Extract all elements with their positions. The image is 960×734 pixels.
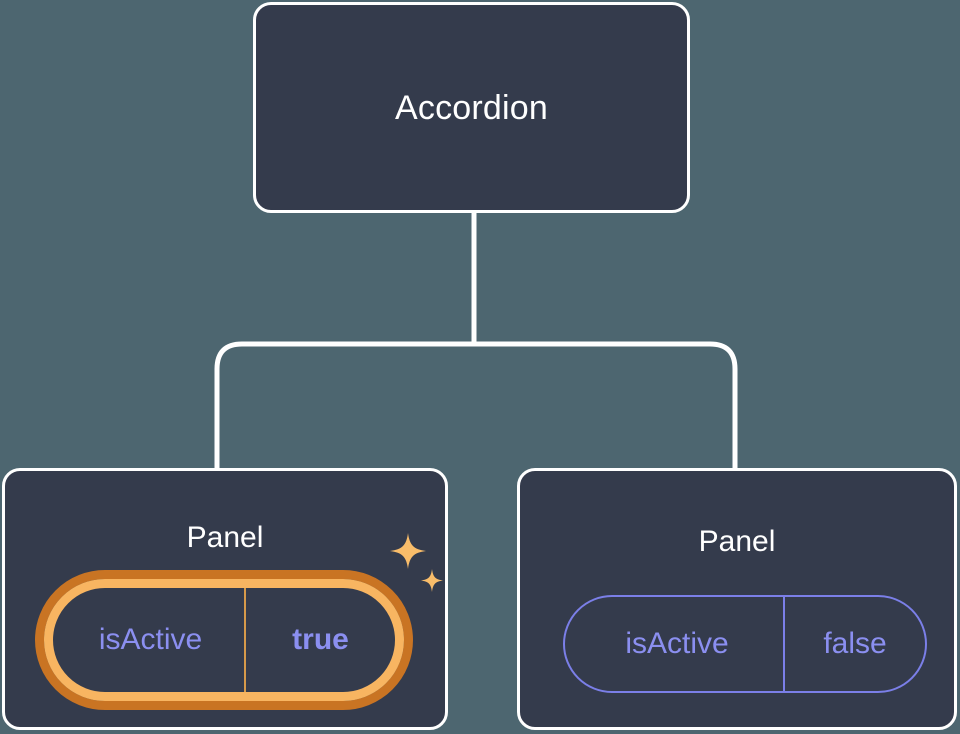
node-accordion[interactable]: Accordion bbox=[253, 2, 690, 213]
pill-inner-ring bbox=[44, 579, 404, 701]
prop-value: false bbox=[823, 627, 887, 660]
pill-divider bbox=[783, 597, 785, 691]
node-title: Accordion bbox=[395, 88, 548, 127]
pill-divider bbox=[244, 588, 246, 692]
edge-to-panel-left bbox=[214, 341, 474, 470]
prop-pill[interactable]: isActive false bbox=[563, 595, 927, 693]
node-panel-right[interactable]: Panel isActive false bbox=[517, 468, 957, 730]
node-title: Panel bbox=[698, 525, 776, 558]
prop-pill-highlighted[interactable]: isActive true bbox=[35, 570, 413, 710]
pill-outer-ring bbox=[35, 570, 413, 710]
node-title: Panel bbox=[186, 521, 264, 554]
edge-to-panel-right bbox=[474, 341, 738, 470]
prop-key: isActive bbox=[625, 627, 729, 660]
prop-key: isActive bbox=[98, 623, 203, 656]
pill-content: isActive true bbox=[53, 588, 395, 692]
prop-value: true bbox=[292, 623, 349, 656]
